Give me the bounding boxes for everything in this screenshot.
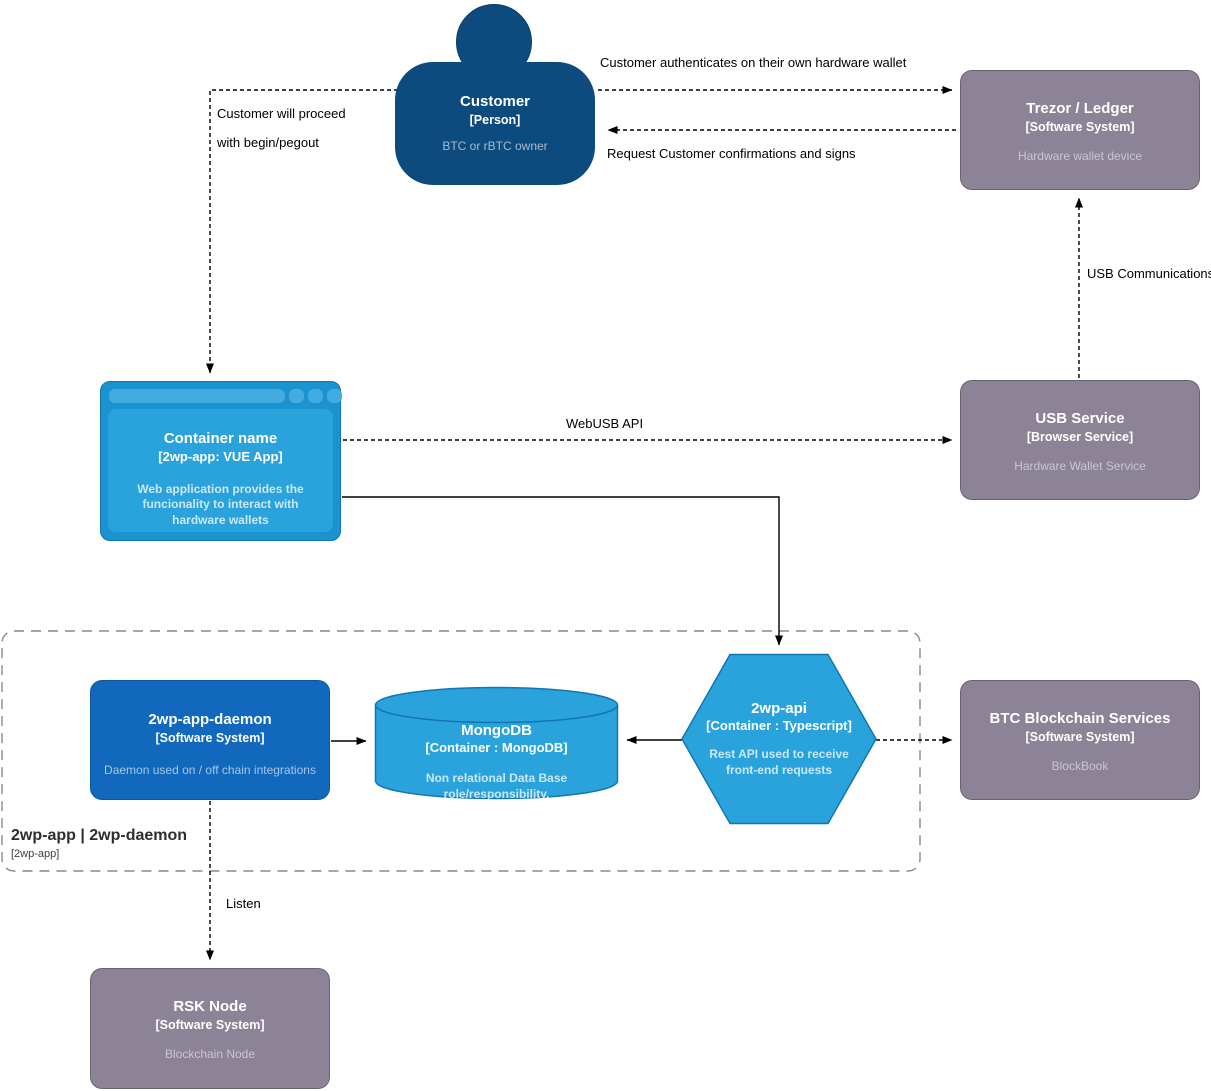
node-rsk-node: RSK Node [Software System] Blockchain No… xyxy=(90,968,330,1089)
rsk-description: Blockchain Node xyxy=(164,1047,256,1061)
label-customer-authenticates: Customer authenticates on their own hard… xyxy=(600,55,907,70)
node-btc-blockchain-services: BTC Blockchain Services [Software System… xyxy=(960,680,1200,800)
label-customer-proceed-line1: Customer will proceed xyxy=(217,106,346,121)
node-mongodb: MongoDB [Container : MongoDB] Non relati… xyxy=(374,686,619,801)
node-customer: Customer [Person] BTC or rBTC owner xyxy=(395,62,595,185)
node-2wp-app-webapp: Container name [2wp-app: VUE App] Web ap… xyxy=(100,381,342,541)
edge-customer-proceed xyxy=(206,89,398,374)
mongodb-description: Non relational Data Base role/responsibi… xyxy=(425,771,568,801)
mongodb-title: MongoDB xyxy=(461,721,532,739)
browser-button-icon xyxy=(308,389,323,403)
customer-subtitle: [Person] xyxy=(469,112,521,127)
customer-title: Customer xyxy=(459,93,530,110)
node-2wp-app-daemon: 2wp-app-daemon [Software System] Daemon … xyxy=(90,680,330,800)
trezor-subtitle: [Software System] xyxy=(1025,119,1135,134)
browser-content-panel: Container name [2wp-app: VUE App] Web ap… xyxy=(108,409,333,532)
trezor-title: Trezor / Ledger xyxy=(1026,100,1134,117)
label-webusb-api: WebUSB API xyxy=(566,416,644,431)
daemon-title: 2wp-app-daemon xyxy=(148,711,272,728)
usb-service-subtitle: [Browser Service] xyxy=(1026,429,1134,444)
customer-description: BTC or rBTC owner xyxy=(442,139,548,153)
api-text-block: 2wp-api [Container : Typescript] Rest AP… xyxy=(680,700,878,779)
webapp-title: Container name xyxy=(163,430,278,447)
node-usb-service: USB Service [Browser Service] Hardware W… xyxy=(960,380,1200,500)
boundary-title: 2wp-app | 2wp-daemon xyxy=(11,827,188,844)
api-title: 2wp-api xyxy=(751,699,807,717)
edge-webapp-to-api xyxy=(342,496,783,646)
btc-title: BTC Blockchain Services xyxy=(989,710,1171,727)
label-listen: Listen xyxy=(226,896,261,911)
browser-button-icon xyxy=(327,389,342,403)
node-2wp-api: 2wp-api [Container : Typescript] Rest AP… xyxy=(680,653,878,825)
trezor-description: Hardware wallet device xyxy=(1017,149,1143,163)
browser-button-icon xyxy=(289,389,304,403)
label-request-confirmations: Request Customer confirmations and signs xyxy=(607,146,856,161)
rsk-subtitle: [Software System] xyxy=(155,1017,265,1032)
api-subtitle: [Container : Typescript] xyxy=(706,718,852,734)
usb-service-description: Hardware Wallet Service xyxy=(1014,459,1146,473)
daemon-description: Daemon used on / off chain integrations xyxy=(104,763,316,777)
usb-service-title: USB Service xyxy=(1035,410,1125,427)
label-usb-communications: USB Communications xyxy=(1087,266,1211,281)
api-description: Rest API used to receive front-end reque… xyxy=(709,747,849,777)
label-customer-proceed-line2: with begin/pegout xyxy=(217,135,319,150)
webapp-description: Web application provides the funcionalit… xyxy=(137,481,304,527)
boundary-subtitle: [2wp-app] xyxy=(11,848,60,860)
hexagon-shape-icon xyxy=(681,653,877,825)
node-trezor-ledger: Trezor / Ledger [Software System] Hardwa… xyxy=(960,70,1200,190)
btc-subtitle: [Software System] xyxy=(1025,729,1135,744)
daemon-subtitle: [Software System] xyxy=(155,730,265,745)
rsk-title: RSK Node xyxy=(173,998,247,1015)
mongodb-subtitle: [Container : MongoDB] xyxy=(425,740,568,756)
browser-address-bar xyxy=(109,389,285,403)
btc-description: BlockBook xyxy=(1051,759,1109,773)
group-boundary-2wp-app xyxy=(1,630,921,872)
webapp-subtitle: [2wp-app: VUE App] xyxy=(158,448,283,464)
database-cylinder-icon xyxy=(374,686,619,800)
